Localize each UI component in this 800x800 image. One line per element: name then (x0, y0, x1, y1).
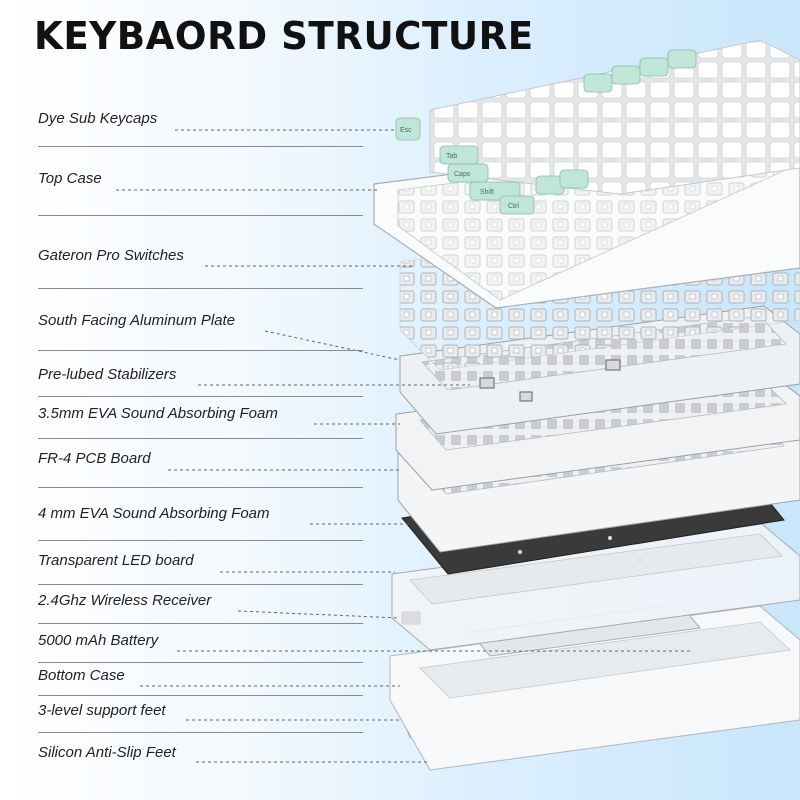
page-title: KEYBAORD STRUCTURE (34, 14, 534, 58)
keycap-shift: Shift (480, 189, 494, 196)
divider (38, 540, 363, 541)
stabilizers (479, 359, 621, 402)
divider (38, 288, 363, 289)
label-wireless-receiver: 2.4Ghz Wireless Receiver (38, 592, 212, 609)
label-battery: 5000 mAh Battery (38, 632, 159, 649)
label-pre-lubed-stabilizers: Pre-lubed Stabilizers (38, 366, 177, 383)
keycaps-layer: Esc Tab Caps Shift Ctrl (395, 39, 800, 215)
label-support-feet: 3-level support feet (38, 702, 166, 719)
label-gateron-pro-switches: Gateron Pro Switches (38, 247, 184, 264)
label-silicon-anti-slip-feet: Silicon Anti-Slip Feet (38, 744, 176, 761)
led-board-layer (391, 523, 800, 651)
label-3-5mm-eva-foam: 3.5mm EVA Sound Absorbing Foam (38, 405, 278, 422)
leader-lines (116, 129, 690, 763)
label-dye-sub-keycaps: Dye Sub Keycaps (38, 110, 158, 127)
label-bottom-case: Bottom Case (38, 667, 125, 684)
label-transparent-led-board: Transparent LED board (38, 552, 194, 569)
divider (38, 438, 363, 439)
divider (38, 487, 363, 488)
divider (38, 584, 363, 585)
divider (38, 662, 363, 663)
divider (38, 215, 363, 216)
label-fr4-pcb-board: FR-4 PCB Board (38, 450, 151, 467)
label-top-case: Top Case (38, 170, 102, 187)
divider (38, 732, 363, 733)
divider (38, 146, 363, 147)
divider (38, 695, 363, 696)
divider (38, 623, 363, 624)
keycap-ctrl: Ctrl (508, 203, 519, 210)
keycap-esc: Esc (400, 127, 412, 134)
divider (38, 396, 363, 397)
keycap-caps: Caps (454, 171, 471, 178)
divider (38, 350, 363, 351)
keycap-tab: Tab (446, 153, 457, 160)
label-4mm-eva-foam: 4 mm EVA Sound Absorbing Foam (38, 505, 270, 522)
label-south-facing-aluminum-plate: South Facing Aluminum Plate (38, 312, 236, 329)
